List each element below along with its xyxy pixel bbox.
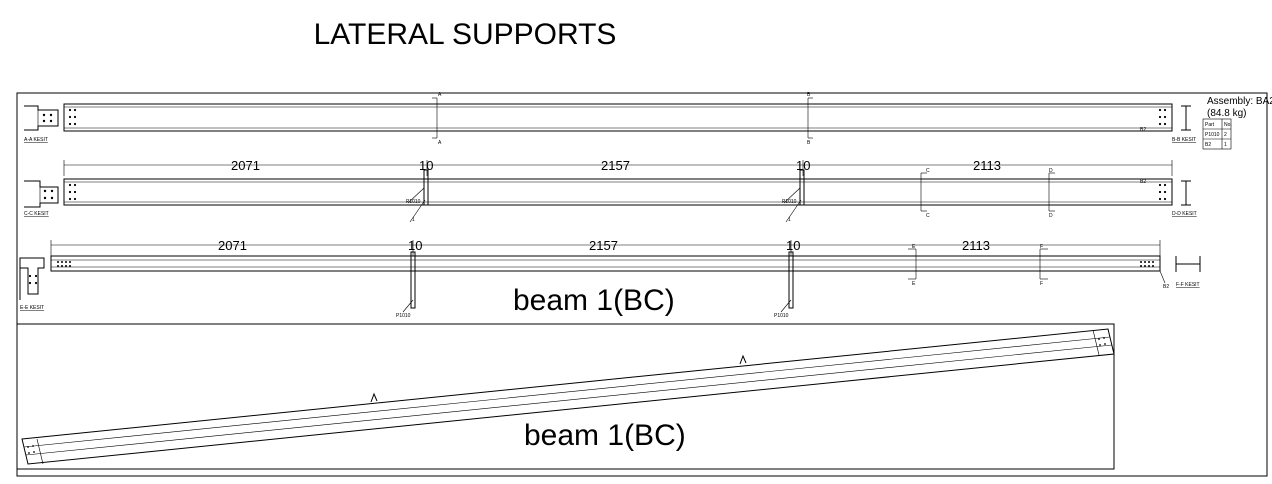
section-mark-e: E: [912, 244, 916, 250]
beam-label-iso: beam 1(BC): [524, 419, 686, 452]
dimension-value: 2071: [218, 238, 247, 253]
plate-dimension: 10: [419, 158, 433, 173]
view-row-2: 2071 2157 2113 10 10 C-C KESIT: [24, 158, 1197, 223]
section-view-aa: [24, 105, 59, 131]
parts-table: Part No. P1010 2 B2 1: [1202, 118, 1232, 150]
section-mark-f: F: [1040, 244, 1043, 250]
plate-dimension: 10: [786, 238, 800, 253]
view-label-bb: B-B KESIT: [1172, 137, 1196, 143]
part-mark-beam-3: B2: [1163, 284, 1169, 290]
section-mark-d: D: [1049, 168, 1053, 174]
beam-elevation-3: [50, 248, 1166, 313]
dimension-line-2: [63, 160, 1173, 176]
part-mark-plate: P1010: [396, 313, 411, 319]
plate-dimension: 10: [408, 238, 422, 253]
part-mark-plate: P1010: [782, 199, 797, 205]
view-row-1: A-A KESIT A A B B B2: [24, 92, 1196, 146]
weld-mark: 1: [788, 217, 791, 223]
section-view-cc: [24, 180, 59, 208]
part-mark-plate: P1010: [406, 199, 421, 205]
dimension-value: 2071: [231, 158, 260, 173]
weld-mark: 1: [412, 217, 415, 223]
dimension-value: 2113: [962, 238, 990, 253]
iso-view-frame: [16, 323, 1115, 470]
beam-label-front: beam 1(BC): [513, 284, 675, 317]
parts-table-cell: 2: [1224, 132, 1227, 138]
dimension-value: 2113: [973, 158, 1001, 173]
section-mark-c-2: C: [926, 213, 930, 219]
part-mark-beam-2: B2: [1140, 179, 1146, 185]
section-mark-a-2: A: [438, 140, 442, 146]
parts-table-header-no: No.: [1224, 122, 1232, 128]
page-title: LATERAL SUPPORTS: [313, 18, 617, 51]
section-mark-c: C: [926, 168, 930, 174]
section-view-bb: [1181, 105, 1191, 131]
section-mark-b-2: B: [807, 140, 811, 146]
view-label-ff: F-F KESIT: [1176, 282, 1200, 288]
parts-table-header-part: Part: [1205, 122, 1215, 128]
dimension-value: 2157: [589, 238, 618, 253]
parts-table-cell: P1010: [1205, 132, 1220, 138]
section-mark-e-2: E: [912, 281, 916, 287]
sheet-border: [16, 92, 1268, 477]
section-mark-b: B: [807, 92, 811, 98]
assembly-weight: (84.8 kg): [1207, 108, 1246, 119]
section-view-ee: [19, 257, 45, 300]
plate-dimension: 10: [796, 158, 810, 173]
part-mark-beam-1: B2: [1140, 127, 1146, 133]
beam-elevation-1: [63, 97, 1173, 139]
section-view-dd: [1181, 180, 1191, 206]
part-mark-plate: P1010: [774, 313, 789, 319]
iso-view: beam 1(BC): [16, 323, 1115, 470]
beam-elevation-2: [63, 169, 1173, 223]
parts-table-cell: B2: [1205, 142, 1211, 148]
section-mark-a: A: [438, 92, 442, 98]
section-view-ff: [1175, 256, 1201, 272]
view-row-3: 2071 2157 2113 10 10 E-E KESIT: [19, 238, 1201, 319]
section-mark-f-2: F: [1040, 281, 1043, 287]
view-label-cc: C-C KESIT: [24, 211, 49, 217]
dimension-value: 2157: [601, 158, 630, 173]
view-label-dd: D-D KESIT: [1172, 211, 1197, 217]
view-label-ee: E-E KESIT: [20, 305, 44, 311]
parts-table-cell: 1: [1224, 142, 1227, 148]
dimension-line-3: [50, 240, 1161, 256]
section-mark-d-2: D: [1049, 213, 1053, 219]
view-label-aa: A-A KESIT: [24, 137, 48, 143]
assembly-label: Assembly: BA2: [1207, 96, 1272, 107]
